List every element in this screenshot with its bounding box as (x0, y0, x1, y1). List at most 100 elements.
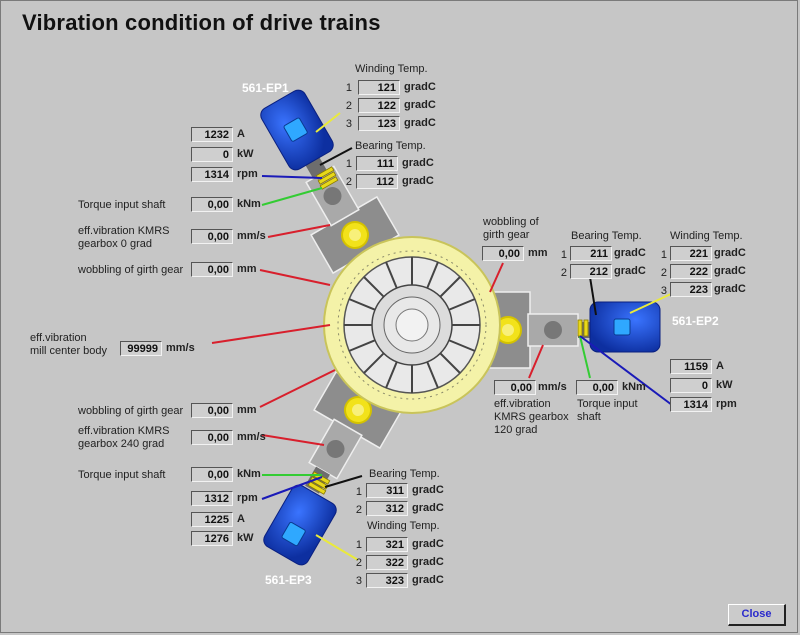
ep3-gearbox-vib-label-1: eff.vibration KMRS (78, 425, 170, 437)
motor-ep3-label: 561-EP3 (265, 573, 312, 587)
ep2-winding-idx: 3 (660, 285, 667, 297)
ep1-winding-2-value: 122 (358, 98, 400, 113)
ep2-bearing-2-value: 212 (570, 264, 612, 279)
ep2-torque-value: 0,00 (576, 380, 618, 395)
ep3-bearing-idx: 2 (355, 504, 362, 516)
ep3-winding-idx: 3 (355, 575, 362, 587)
ep2-winding-unit: gradC (714, 283, 746, 295)
ep1-gearbox-vib-label-2: gearbox 0 grad (78, 238, 152, 250)
ep3-power-unit: kW (237, 532, 254, 544)
ep3-wobbling-unit: mm (237, 404, 257, 416)
ep3-bearing-unit: gradC (412, 502, 444, 514)
ep2-winding-idx: 1 (660, 249, 667, 261)
ep1-winding-unit: gradC (404, 117, 436, 129)
center-vib-label-1: eff.vibration (30, 332, 87, 344)
ep2-gearbox-vib-label-3: 120 grad (494, 424, 538, 436)
ep3-gearbox-vib-label-2: gearbox 240 grad (78, 438, 165, 450)
ep3-wobbling-label: wobbling of girth gear (78, 405, 184, 417)
ep3-winding-unit: gradC (412, 538, 444, 550)
motor-ep1-label: 561-EP1 (242, 81, 289, 95)
ep1-speed-unit: rpm (237, 168, 258, 180)
ep1-torque-unit: kNm (237, 198, 261, 210)
ep2-torque-unit: kNm (622, 381, 646, 393)
ep1-power-unit: kW (237, 148, 254, 160)
ep1-bearing-idx: 2 (345, 176, 352, 188)
ep3-bearing-1-value: 311 (366, 483, 408, 498)
ep3-gearbox-vib-unit: mm/s (237, 431, 266, 443)
motor-ep1 (260, 89, 334, 171)
ep2-wobbling-value: 0,00 (482, 246, 524, 261)
ep3-wobbling-value: 0,00 (191, 403, 233, 418)
ep1-bearing-idx: 1 (345, 158, 352, 170)
ep2-winding-3-value: 223 (670, 282, 712, 297)
ep3-winding-1-value: 321 (366, 537, 408, 552)
ep2-gearbox-vib-unit: mm/s (538, 381, 567, 393)
ep1-wobbling-unit: mm (237, 263, 257, 275)
ep2-torque-label-1: Torque input (577, 398, 638, 410)
center-vib-value: 99999 (120, 341, 162, 356)
ep3-winding-3-value: 323 (366, 573, 408, 588)
ep2-speed-value: 1314 (670, 397, 712, 412)
ep1-bearing-unit: gradC (402, 175, 434, 187)
ep3-winding-idx: 1 (355, 539, 362, 551)
ep1-winding-title: Winding Temp. (355, 63, 428, 75)
ep3-winding-idx: 2 (355, 557, 362, 569)
coupling-ep1 (315, 166, 339, 190)
gearbox-ep2 (485, 291, 600, 369)
ep1-winding-idx: 1 (345, 82, 352, 94)
connector-lines (211, 112, 674, 561)
ep2-current-value: 1159 (670, 359, 712, 374)
ep2-winding-title: Winding Temp. (670, 230, 743, 242)
ep2-winding-2-value: 222 (670, 264, 712, 279)
ep1-bearing-unit: gradC (402, 157, 434, 169)
ep1-torque-label: Torque input shaft (78, 199, 166, 211)
ep3-power-value: 1276 (191, 531, 233, 546)
ep3-gearbox-vib-value: 0,00 (191, 430, 233, 445)
ep3-speed-value: 1312 (191, 491, 233, 506)
ep3-current-value: 1225 (191, 512, 233, 527)
ep3-current-unit: A (237, 513, 245, 525)
ep1-gearbox-vib-value: 0,00 (191, 229, 233, 244)
ep3-winding-title: Winding Temp. (367, 520, 440, 532)
ep2-bearing-title: Bearing Temp. (571, 230, 642, 242)
ep3-bearing-unit: gradC (412, 484, 444, 496)
ep2-winding-idx: 2 (660, 267, 667, 279)
ep3-winding-2-value: 322 (366, 555, 408, 570)
ep1-current-unit: A (237, 128, 245, 140)
ep2-power-unit: kW (716, 379, 733, 391)
ep1-bearing-2-value: 112 (356, 174, 398, 189)
ep1-power-value: 0 (191, 147, 233, 162)
ep2-speed-unit: rpm (716, 398, 737, 410)
mill-girth-gear (323, 236, 501, 414)
gearbox-ep3 (305, 370, 403, 494)
ep1-bearing-1-value: 111 (356, 156, 398, 171)
ep1-winding-3-value: 123 (358, 116, 400, 131)
ep3-speed-unit: rpm (237, 492, 258, 504)
ep3-bearing-title: Bearing Temp. (369, 468, 440, 480)
ep1-torque-value: 0,00 (191, 197, 233, 212)
center-vib-unit: mm/s (166, 342, 195, 354)
ep1-bearing-title: Bearing Temp. (355, 140, 426, 152)
page-title: Vibration condition of drive trains (22, 10, 381, 35)
motor-ep2-label: 561-EP2 (672, 314, 719, 328)
ep2-bearing-idx: 1 (560, 249, 567, 261)
ep2-wobbling-unit: mm (528, 247, 548, 259)
motor-ep2 (589, 301, 661, 353)
ep1-winding-unit: gradC (404, 81, 436, 93)
ep1-speed-value: 1314 (191, 167, 233, 182)
ep2-bearing-idx: 2 (560, 267, 567, 279)
center-vib-label-2: mill center body (30, 345, 108, 357)
ep3-winding-unit: gradC (412, 556, 444, 568)
ep2-winding-unit: gradC (714, 247, 746, 259)
ep2-gearbox-vib-value: 0,00 (494, 380, 536, 395)
ep2-current-unit: A (716, 360, 724, 372)
close-button[interactable]: Close (728, 604, 786, 626)
ep1-wobbling-label: wobbling of girth gear (78, 264, 184, 276)
ep1-gearbox-vib-label-1: eff.vibration KMRS (78, 225, 170, 237)
ep2-bearing-unit: gradC (614, 265, 646, 277)
ep2-bearing-1-value: 211 (570, 246, 612, 261)
ep1-winding-idx: 2 (345, 100, 352, 112)
ep1-current-value: 1232 (191, 127, 233, 142)
